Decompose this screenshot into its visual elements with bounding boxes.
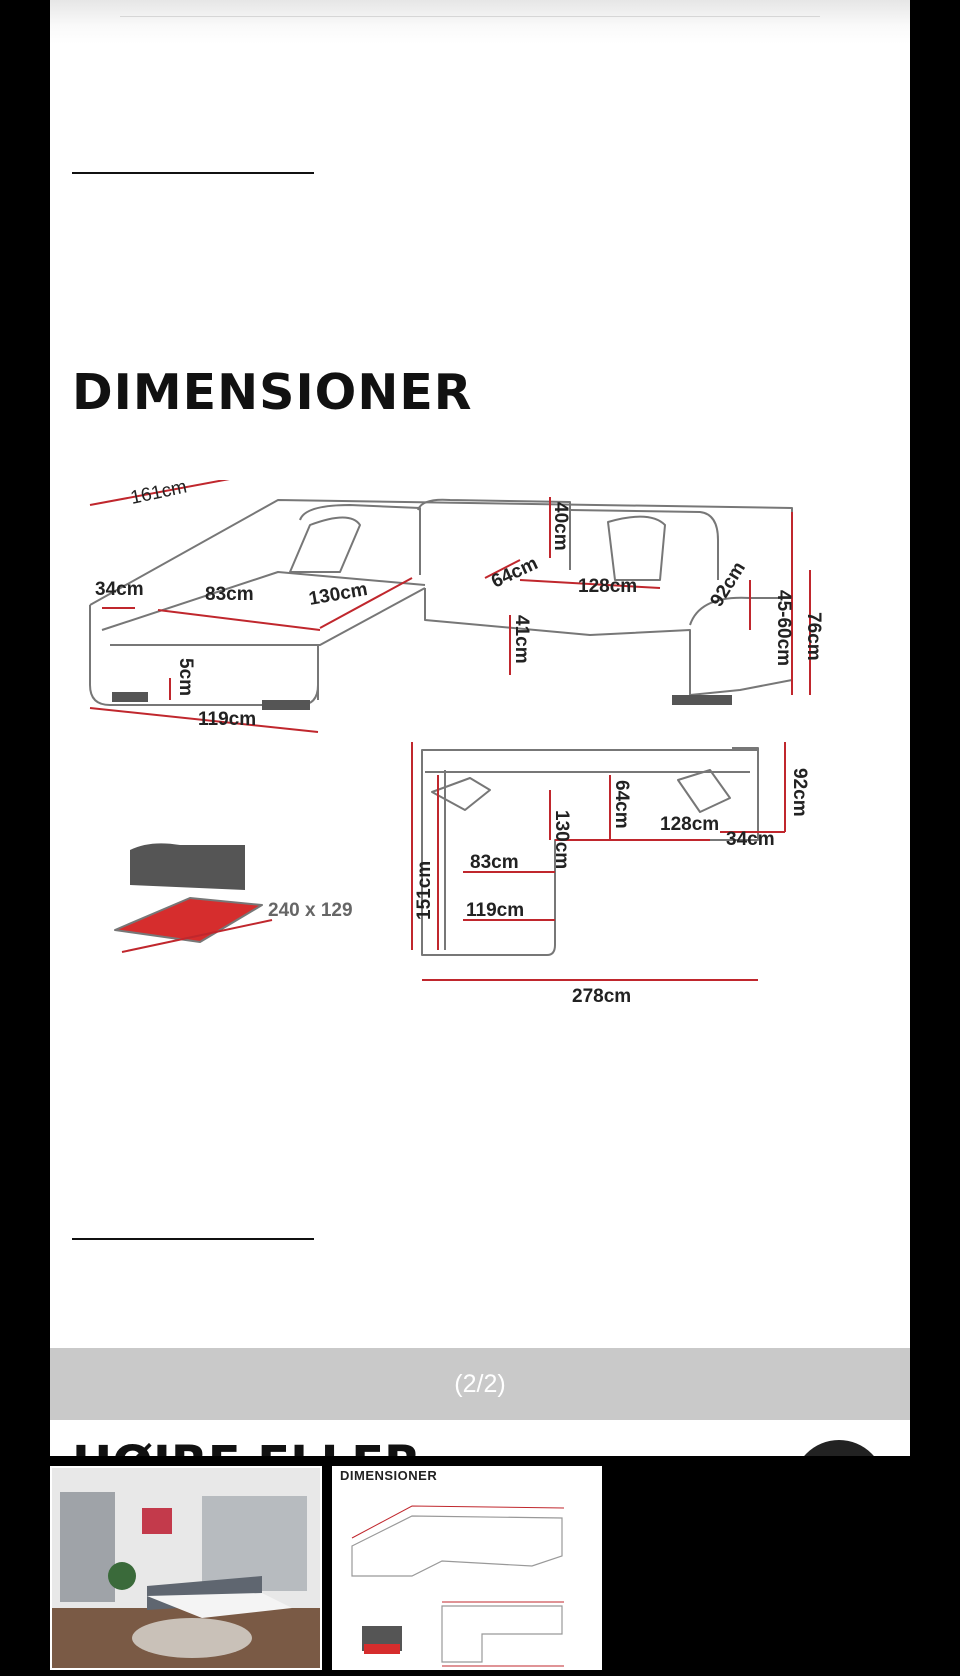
floating-action-button[interactable] bbox=[793, 1440, 885, 1456]
dim-seat-front-height: 41cm bbox=[511, 615, 532, 664]
dim-armrest-left: 34cm bbox=[95, 579, 144, 600]
dimension-diagram: 161cm 278cm 40cm 34cm 83cm 130cm 64cm 12… bbox=[89, 480, 824, 1007]
thumbnail-living-room[interactable] bbox=[50, 1466, 322, 1670]
image-counter: (2/2) bbox=[454, 1369, 506, 1398]
backrest-right bbox=[569, 509, 719, 580]
dim-plan-chaise-seat: 83cm bbox=[470, 852, 519, 873]
dim-backrest-height: 40cm bbox=[550, 502, 571, 551]
chaise-base-outline bbox=[89, 605, 319, 706]
thumbnail-label: DIMENSIONER bbox=[340, 1468, 438, 1483]
dim-plan-chaise-width: 119cm bbox=[466, 900, 524, 921]
seat-front-outline bbox=[424, 588, 691, 695]
image-counter-bar: (2/2) bbox=[50, 1348, 910, 1420]
dim-seat-height: 45-60cm bbox=[773, 590, 794, 666]
next-section-heading: HØJRE ELLER bbox=[72, 1436, 421, 1456]
plan-pillow-right bbox=[677, 769, 731, 813]
pillow-left-outline bbox=[289, 516, 361, 573]
dimension-lines bbox=[89, 480, 811, 981]
backrest-middle bbox=[417, 498, 571, 570]
living-room-photo bbox=[52, 1468, 320, 1668]
dim-plan-seat-depth: 64cm bbox=[611, 780, 632, 829]
dim-total-height: 76cm bbox=[803, 612, 824, 661]
dim-seat-width-right: 128cm bbox=[578, 576, 637, 597]
top-divider bbox=[120, 16, 820, 17]
dim-plan-chaise-length: 130cm bbox=[551, 810, 572, 869]
sofa-back-outline bbox=[89, 499, 793, 606]
lower-divider bbox=[72, 1238, 314, 1240]
dim-leg-height: 5cm bbox=[175, 658, 196, 696]
dim-chaise-seat-width: 83cm bbox=[205, 584, 254, 605]
dim-plan-inner-depth: 151cm bbox=[414, 861, 435, 920]
dim-plan-width: 278cm bbox=[572, 986, 631, 1007]
dim-plan-depth-right: 92cm bbox=[789, 768, 810, 817]
product-image-card: DIMENSIONER bbox=[50, 0, 910, 1456]
bed-mattress bbox=[114, 897, 263, 943]
pillow-right-outline bbox=[607, 515, 666, 581]
top-shadow-strip bbox=[50, 0, 910, 44]
chaise-cushion-outline bbox=[101, 571, 426, 631]
thumbnail-strip: DIMENSIONER bbox=[0, 1456, 960, 1676]
bed-headboard bbox=[130, 843, 245, 890]
upper-divider bbox=[72, 172, 314, 174]
chaise-front-edge bbox=[110, 587, 426, 646]
page-title: DIMENSIONER bbox=[72, 364, 473, 421]
plan-pillow-left bbox=[431, 777, 491, 811]
dim-plan-seat-width: 128cm bbox=[660, 814, 719, 835]
thumbnail-dimensions[interactable]: DIMENSIONER bbox=[332, 1466, 602, 1670]
bed-size-label: 240 x 129 bbox=[268, 900, 353, 921]
backrest-left bbox=[299, 504, 421, 575]
dimension-drawing-thumbnail bbox=[351, 1505, 565, 1667]
dim-seat-depth: 64cm bbox=[488, 553, 541, 593]
dim-chaise-width: 119cm bbox=[198, 709, 256, 730]
dim-left-depth: 161cm bbox=[129, 480, 189, 509]
dim-plan-arm: 34cm bbox=[726, 829, 775, 850]
dim-arm-depth-right: 92cm bbox=[706, 558, 750, 610]
